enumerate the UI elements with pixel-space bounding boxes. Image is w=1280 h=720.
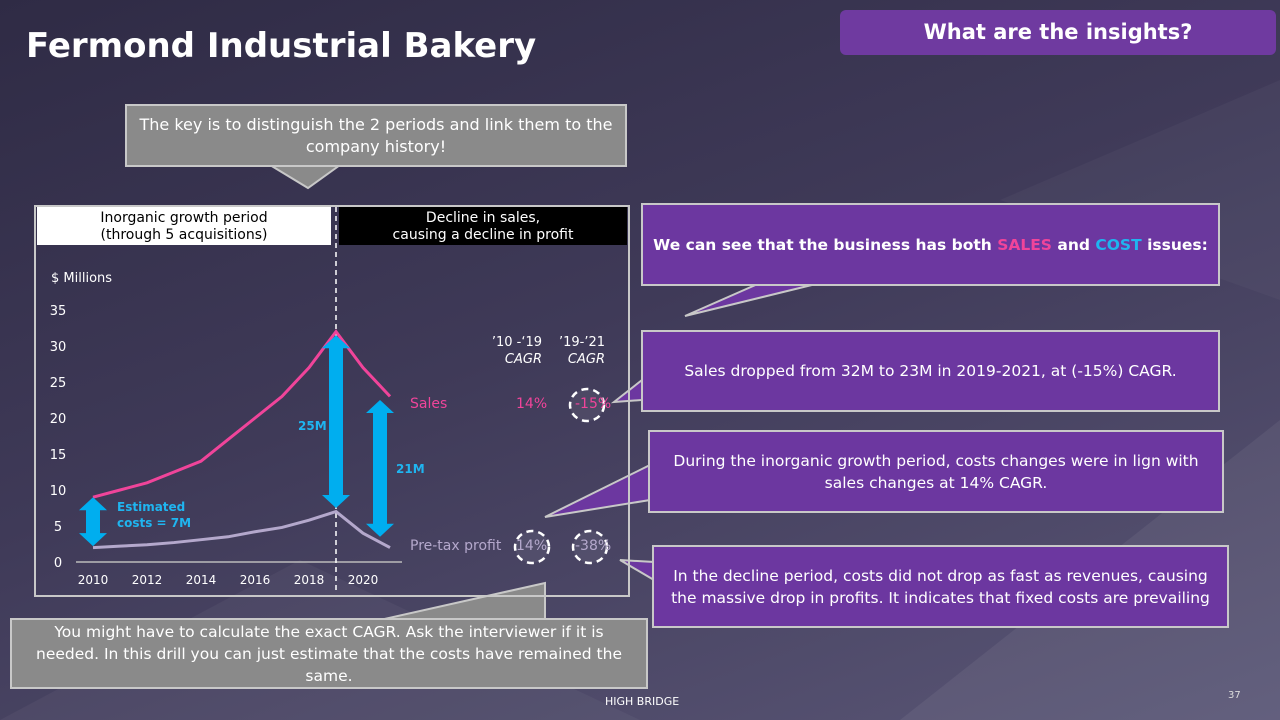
x-tick-label: 2010 bbox=[78, 573, 109, 587]
y-tick-label: 15 bbox=[50, 448, 67, 463]
insight-main-suffix: issues: bbox=[1141, 235, 1208, 254]
y-tick-label: 35 bbox=[50, 304, 67, 319]
cagr-header-2-line1: ’19-’21 bbox=[558, 335, 605, 350]
insights-header: What are the insights? bbox=[840, 10, 1276, 55]
insight-main-mid: and bbox=[1051, 235, 1096, 254]
estimated-costs-label: Estimated costs = 7M bbox=[117, 499, 191, 531]
y-tick-label: 25 bbox=[50, 376, 67, 391]
highlight-circle bbox=[513, 529, 551, 565]
insight-decline: In the decline period, costs did not dro… bbox=[652, 545, 1229, 628]
page-title: Fermond Industrial Bakery bbox=[26, 26, 537, 66]
period-1-line1: Inorganic growth period bbox=[100, 210, 268, 226]
x-tick-label: 2016 bbox=[240, 573, 271, 587]
bottom-note: You might have to calculate the exact CA… bbox=[10, 618, 648, 689]
series-line-sales bbox=[92, 329, 392, 499]
key-callout-text: The key is to distinguish the 2 periods … bbox=[139, 114, 613, 156]
insight-sales: Sales dropped from 32M to 23M in 2019-20… bbox=[641, 330, 1220, 412]
insight-cost-word: COST bbox=[1095, 235, 1142, 254]
period-2-line1: Decline in sales, bbox=[425, 210, 541, 226]
period-2-line2: causing a decline in profit bbox=[392, 227, 574, 243]
y-tick-label: 10 bbox=[50, 484, 67, 499]
insight-main: We can see that the business has both SA… bbox=[641, 203, 1220, 286]
key-callout: The key is to distinguish the 2 periods … bbox=[125, 104, 627, 167]
series-line-profit bbox=[92, 509, 391, 550]
bottom-note-text: You might have to calculate the exact CA… bbox=[36, 622, 622, 685]
gap-2021-label: 21M bbox=[396, 462, 425, 476]
x-tick-label: 2012 bbox=[132, 573, 163, 587]
y-axis-label: $ Millions bbox=[51, 271, 113, 286]
y-tick-label: 20 bbox=[50, 412, 67, 427]
x-tick-label: 2018 bbox=[294, 573, 325, 587]
profit-cagr-1: 14% bbox=[516, 538, 548, 554]
profit-legend: Pre-tax profit bbox=[410, 538, 502, 554]
cagr-header-1-line2: CAGR bbox=[504, 352, 542, 367]
insight-growth-text: During the inorganic growth period, cost… bbox=[673, 451, 1199, 492]
cagr-header-2-line2: CAGR bbox=[567, 352, 605, 367]
period-2-header: Decline in sales,causing a decline in pr… bbox=[339, 207, 627, 245]
x-tick-label: 2020 bbox=[348, 573, 379, 587]
insight-growth: During the inorganic growth period, cost… bbox=[648, 430, 1224, 513]
chart-frame bbox=[34, 205, 630, 597]
y-tick-label: 30 bbox=[50, 340, 67, 355]
sales-legend: Sales bbox=[410, 396, 448, 412]
costs-arrow-2010 bbox=[79, 497, 107, 547]
x-tick-label: 2014 bbox=[186, 573, 217, 587]
footer-brand: HIGH BRIDGE bbox=[605, 695, 680, 708]
y-tick-label: 0 bbox=[54, 556, 62, 571]
profit-cagr-2: -38% bbox=[575, 538, 612, 554]
insight-sales-text: Sales dropped from 32M to 23M in 2019-20… bbox=[684, 362, 1177, 380]
insight-decline-text: In the decline period, costs did not dro… bbox=[671, 566, 1210, 607]
gap-arrow-2021 bbox=[366, 400, 394, 537]
gap-2019-label: 25M bbox=[298, 419, 327, 433]
period-1-line2: (through 5 acquisitions) bbox=[100, 227, 268, 243]
highlight-circle bbox=[568, 387, 606, 423]
page-number: 37 bbox=[1228, 690, 1241, 701]
highlight-circle bbox=[571, 529, 609, 565]
cagr-header-1-line1: ’10 -‘19 bbox=[491, 335, 542, 350]
insight-main-prefix: We can see that the business has both bbox=[653, 235, 998, 254]
y-tick-label: 5 bbox=[54, 520, 62, 535]
costs-line1: Estimated bbox=[117, 500, 186, 514]
insight-sales-word: SALES bbox=[997, 235, 1052, 254]
sales-cagr-1: 14% bbox=[516, 396, 548, 412]
gap-arrow-2019 bbox=[322, 335, 350, 508]
costs-line2: costs = 7M bbox=[117, 516, 192, 530]
period-1-header: Inorganic growth period(through 5 acquis… bbox=[37, 207, 331, 245]
sales-cagr-2: -15% bbox=[575, 396, 612, 412]
